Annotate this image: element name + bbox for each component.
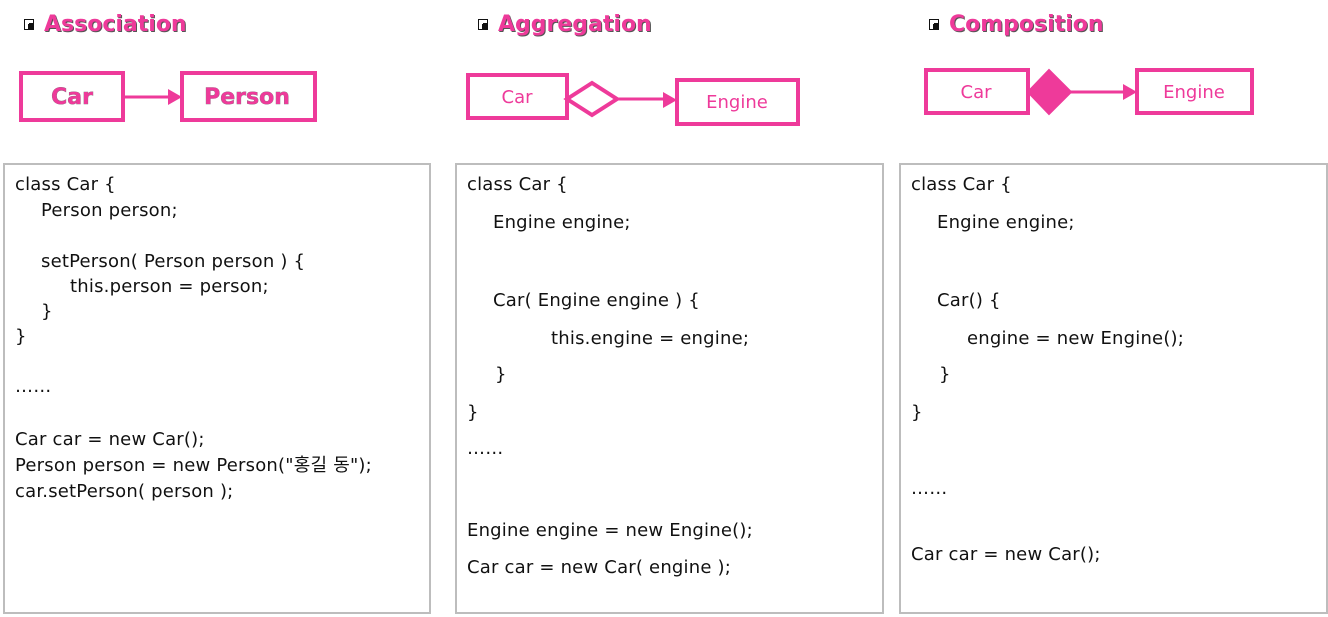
code-line: Car( Engine engine ) { <box>493 290 700 311</box>
code-line: Person person; <box>41 200 178 221</box>
code-line: class Car { <box>467 174 568 195</box>
code-line: Car car = new Car(); <box>15 429 205 450</box>
code-line: Engine engine; <box>493 212 631 233</box>
code-line: } <box>939 364 951 385</box>
code-line: Car() { <box>937 290 1001 311</box>
composition-diagram: Car Engine <box>924 68 1254 116</box>
bullet-icon <box>929 18 939 30</box>
composition-engine-box <box>1135 68 1254 115</box>
association-diagram: Car Person <box>19 71 317 122</box>
association-code-panel: class Car { Person person; setPerson( Pe… <box>3 163 431 614</box>
code-line: Person person = new Person("홍길 동"); <box>15 455 372 476</box>
arrowhead-icon <box>663 92 677 108</box>
code-line: Car car = new Car( engine ); <box>467 557 732 578</box>
association-title-text: Association <box>44 11 187 37</box>
code-line: …… <box>467 438 504 459</box>
aggregation-diagram: Car Engine <box>466 73 800 126</box>
arrowhead-icon <box>1123 84 1137 100</box>
composition-title: Composition <box>929 10 1104 38</box>
association-title: Association <box>24 10 187 38</box>
code-line: car.setPerson( person ); <box>15 481 234 502</box>
aggregation-car-label: Car <box>502 87 534 108</box>
code-line: setPerson( Person person ) { <box>41 251 306 272</box>
code-line: this.person = person; <box>70 276 269 297</box>
code-line: …… <box>911 478 948 499</box>
composition-engine-label: Engine <box>1163 82 1225 103</box>
code-line: …… <box>15 376 52 397</box>
code-line: class Car { <box>15 174 116 195</box>
bullet-icon <box>478 18 488 30</box>
bullet-icon <box>24 18 34 30</box>
composition-title-text: Composition <box>949 11 1104 37</box>
code-line: Car car = new Car(); <box>911 544 1101 565</box>
composition-code-panel: class Car { Engine engine; Car() { engin… <box>899 163 1328 614</box>
aggregation-engine-box <box>675 78 800 126</box>
aggregation-code-panel: class Car { Engine engine; Car( Engine e… <box>455 163 884 614</box>
filled-diamond-icon <box>1026 68 1073 116</box>
aggregation-title: Aggregation <box>478 10 652 38</box>
hollow-diamond-icon <box>563 80 621 118</box>
aggregation-title-text: Aggregation <box>498 11 652 37</box>
code-line: class Car { <box>911 174 1012 195</box>
code-line: Engine engine = new Engine(); <box>467 520 753 541</box>
arrowhead-icon <box>168 89 182 105</box>
aggregation-car-box <box>466 73 569 120</box>
code-line: Engine engine; <box>937 212 1075 233</box>
code-line: } <box>41 301 53 322</box>
code-line: } <box>15 326 27 347</box>
association-car-label: Car <box>51 85 93 110</box>
code-line: } <box>467 402 479 423</box>
association-car-box <box>19 71 125 122</box>
code-line: } <box>911 402 923 423</box>
code-line: engine = new Engine(); <box>967 328 1185 349</box>
code-line: } <box>495 364 507 385</box>
uml-diagrams: Car Person Car Engine Car Engine <box>19 68 1254 126</box>
code-line: this.engine = engine; <box>551 328 750 349</box>
composition-car-label: Car <box>961 82 993 103</box>
aggregation-engine-label: Engine <box>706 92 768 113</box>
association-person-box <box>180 71 317 122</box>
association-person-label: Person <box>204 85 290 110</box>
